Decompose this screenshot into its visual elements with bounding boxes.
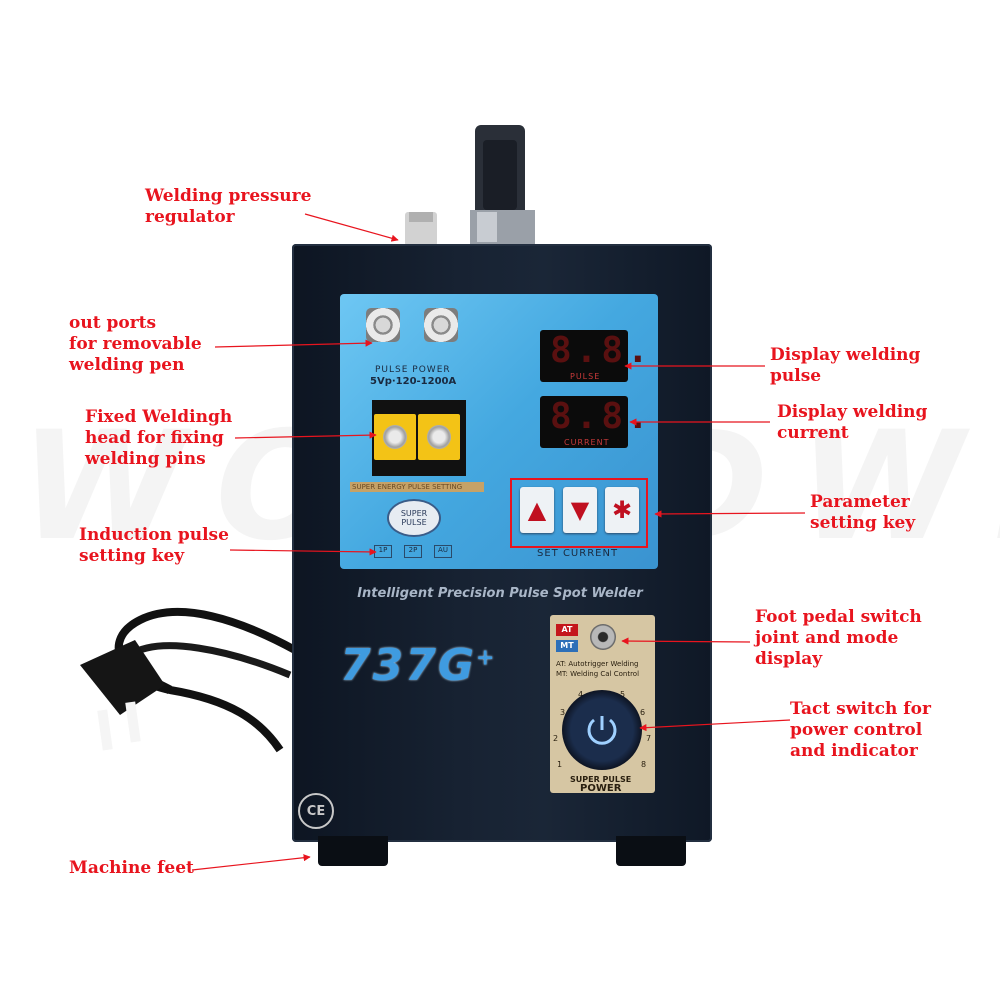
super-pulse-label: SUPER PULSE bbox=[400, 509, 428, 527]
ce-mark: CE bbox=[298, 793, 334, 829]
callout-foot-pedal: Foot pedal switch joint and mode display bbox=[755, 607, 922, 669]
power-icon bbox=[587, 716, 617, 745]
welding-arm bbox=[405, 125, 535, 246]
at-badge: AT bbox=[556, 624, 578, 636]
mt-badge: MT bbox=[556, 640, 578, 652]
power-knob[interactable] bbox=[562, 690, 642, 770]
key-up-button[interactable]: ▲ bbox=[520, 487, 554, 533]
current-display: 8.8. CURRENT bbox=[540, 396, 649, 448]
model-number: 737G+ bbox=[340, 640, 496, 691]
callout-welding-pressure: Welding pressure regulator bbox=[145, 186, 312, 227]
callout-out-ports: out ports for removable welding pen bbox=[69, 313, 202, 375]
induction-key-1p[interactable]: 1P bbox=[374, 545, 392, 558]
callout-machine-feet: Machine feet bbox=[69, 858, 194, 878]
machine-foot-left bbox=[318, 836, 388, 866]
scale-1: 1 bbox=[557, 760, 563, 769]
pulse-display: 8.8. PULSE bbox=[540, 330, 649, 382]
super-pulse-text: SUPER PULSE bbox=[570, 775, 632, 784]
arrow-welding-pressure bbox=[304, 213, 399, 242]
scale-5: 5 bbox=[620, 690, 626, 699]
induction-key-au[interactable]: AU bbox=[434, 545, 452, 558]
arrow-machine-feet bbox=[191, 854, 311, 871]
scale-8: 8 bbox=[641, 760, 647, 769]
pulse-display-label: PULSE bbox=[570, 372, 601, 381]
parameter-key-group bbox=[510, 478, 648, 548]
power-cord bbox=[80, 607, 297, 753]
foot-pedal-jack[interactable] bbox=[590, 624, 616, 650]
scale-2: 2 bbox=[553, 734, 559, 743]
scale-6: 6 bbox=[640, 708, 646, 717]
machine-foot-right bbox=[616, 836, 686, 866]
clamp-screw-left[interactable] bbox=[383, 425, 407, 449]
ce-text: CE bbox=[306, 803, 326, 819]
key-set-button[interactable]: ✱ bbox=[605, 487, 639, 533]
model-sup: + bbox=[475, 645, 497, 671]
key-down-button[interactable]: ▼ bbox=[563, 487, 597, 533]
current-display-label: CURRENT bbox=[564, 438, 610, 447]
clamp-block-left bbox=[374, 414, 416, 460]
current-digits: 8.8. bbox=[550, 396, 653, 437]
callout-parameter-key: Parameter setting key bbox=[810, 492, 916, 533]
output-port-left[interactable] bbox=[366, 308, 400, 342]
pulse-power-label: PULSE POWER bbox=[375, 365, 451, 375]
model-main: 737G bbox=[340, 640, 476, 691]
scale-3: 3 bbox=[560, 708, 566, 717]
clamp-block-right bbox=[418, 414, 460, 460]
power-label: POWER bbox=[580, 783, 622, 794]
scale-7: 7 bbox=[646, 734, 652, 743]
super-pulse-button[interactable]: SUPER PULSE bbox=[389, 501, 439, 535]
clamp-screw-right[interactable] bbox=[427, 425, 451, 449]
energy-strip: SUPER ENERGY PULSE SETTING bbox=[350, 482, 484, 492]
induction-key-2p[interactable]: 2P bbox=[404, 545, 422, 558]
callout-tact-switch: Tact switch for power control and indica… bbox=[790, 699, 931, 761]
product-title: Intelligent Precision Pulse Spot Welder bbox=[357, 586, 643, 601]
pulse-digits: 8.8. bbox=[550, 330, 653, 371]
scale-4: 4 bbox=[578, 690, 584, 699]
spec-label: 5Vp·120-1200A bbox=[370, 376, 457, 387]
output-port-right[interactable] bbox=[424, 308, 458, 342]
mt-description: MT: Welding Cal Control bbox=[556, 670, 640, 678]
callout-induction-key: Induction pulse setting key bbox=[79, 525, 229, 566]
callout-display-current: Display welding current bbox=[777, 402, 928, 443]
callout-display-pulse: Display welding pulse bbox=[770, 345, 921, 386]
callout-fixed-head: Fixed Weldingh head for fixing welding p… bbox=[85, 407, 233, 469]
at-description: AT: Autotrigger Welding bbox=[556, 660, 639, 668]
set-current-label: SET CURRENT bbox=[537, 548, 619, 559]
